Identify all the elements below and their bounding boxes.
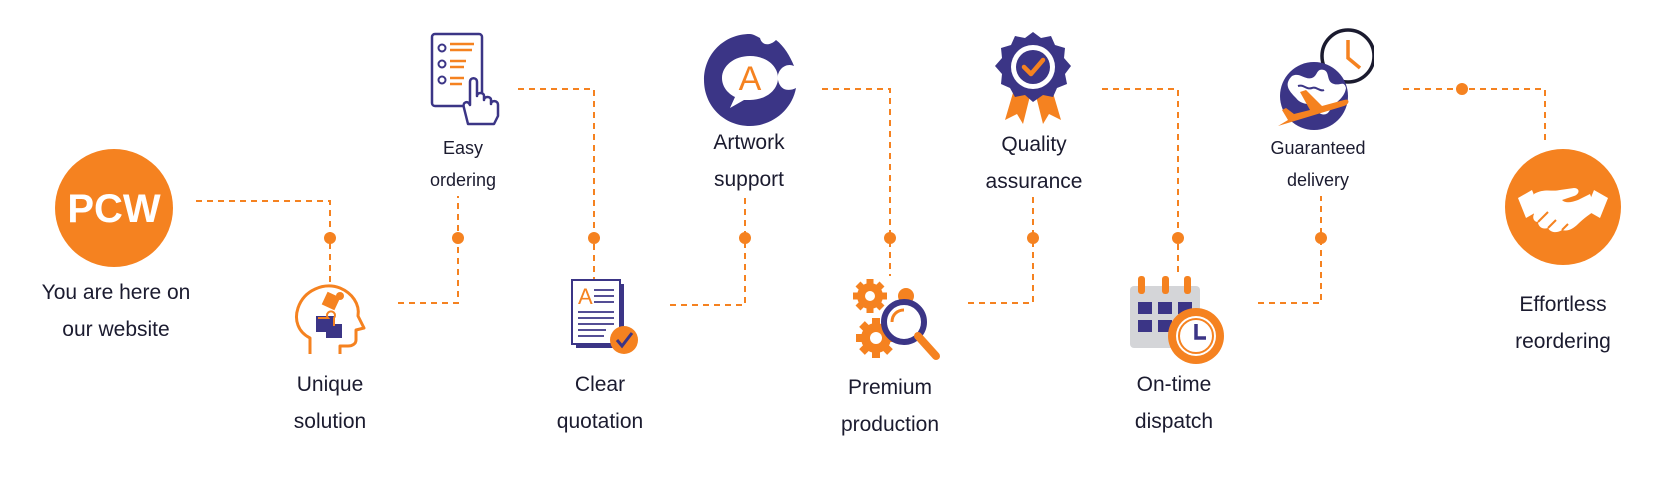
step-unique-line1: Unique: [296, 373, 364, 396]
quality-badge-icon: [995, 32, 1071, 124]
connector-dispatch-delivery: [1258, 196, 1322, 304]
step-start-line1: You are here on: [41, 281, 191, 304]
pcw-logo-icon: PCW: [55, 149, 173, 267]
connector-dot: [452, 232, 464, 244]
step-label-artwork: Artwork support: [629, 124, 869, 198]
globe-plane-clock-icon: [1278, 28, 1374, 130]
step-artwork-line1: Artwork: [713, 131, 785, 154]
step-label-start: You are here on our website: [0, 274, 236, 348]
step-label-unique: Unique solution: [210, 366, 450, 440]
step-label-dispatch: On-time dispatch: [1054, 366, 1294, 440]
connector-dot: [324, 232, 336, 244]
step-dispatch-line2: dispatch: [1134, 410, 1214, 433]
step-start-line2: our website: [62, 318, 170, 341]
connector-artwork-production: [822, 88, 891, 276]
connector-dot: [1315, 232, 1327, 244]
connector-quality-dispatch: [1102, 88, 1179, 274]
connector-quotation-artwork: [670, 196, 746, 306]
step-quality-line1: Quality: [1001, 133, 1067, 156]
artwork-chat-icon: A: [704, 34, 796, 126]
step-label-quality: Quality assurance: [914, 126, 1154, 200]
connector-production-quality: [968, 196, 1034, 304]
step-delivery-line1: Guaranteed: [1270, 138, 1366, 158]
step-label-production: Premium production: [770, 369, 1010, 443]
step-artwork-line2: support: [713, 168, 785, 191]
step-ordering-line1: Easy: [442, 138, 484, 158]
svg-text:A: A: [578, 284, 593, 309]
step-dispatch-line1: On-time: [1136, 373, 1212, 396]
step-unique-line2: solution: [293, 410, 367, 433]
connector-dot: [588, 232, 600, 244]
connector-start-unique: [196, 200, 331, 286]
checklist-hand-icon: [430, 32, 500, 126]
handshake-icon: [1505, 149, 1621, 265]
step-label-reorder: Effortless reordering: [1443, 286, 1653, 360]
connector-dots: [324, 83, 1468, 244]
connector-dot: [739, 232, 751, 244]
step-label-ordering: Easy ordering: [343, 132, 583, 196]
step-quotation-line2: quotation: [556, 410, 644, 433]
connector-dot: [884, 232, 896, 244]
step-delivery-line2: delivery: [1286, 170, 1350, 190]
step-quotation-line1: Clear: [574, 373, 626, 396]
connector-delivery-reorder: [1403, 88, 1546, 140]
step-ordering-line2: ordering: [429, 170, 497, 190]
pcw-logo-text: PCW: [67, 187, 161, 231]
step-reorder-line1: Effortless: [1519, 293, 1607, 316]
connector-dot: [1027, 232, 1039, 244]
step-production-line1: Premium: [847, 376, 932, 399]
step-label-delivery: Guaranteed delivery: [1198, 132, 1438, 196]
gears-magnifier-icon: [853, 279, 940, 360]
artwork-glyph: A: [739, 60, 762, 98]
connector-dot: [1172, 232, 1184, 244]
document-check-icon: A: [571, 279, 638, 354]
connector-unique-ordering: [398, 196, 459, 304]
connector-dot: [1456, 83, 1468, 95]
connector-ordering-quotation: [518, 88, 595, 282]
step-quality-line2: assurance: [985, 170, 1083, 193]
head-puzzle-icon: [295, 284, 366, 354]
step-label-quotation: Clear quotation: [480, 366, 720, 440]
step-reorder-line2: reordering: [1515, 330, 1611, 353]
calendar-clock-icon: [1130, 276, 1224, 364]
step-production-line2: production: [840, 413, 940, 436]
